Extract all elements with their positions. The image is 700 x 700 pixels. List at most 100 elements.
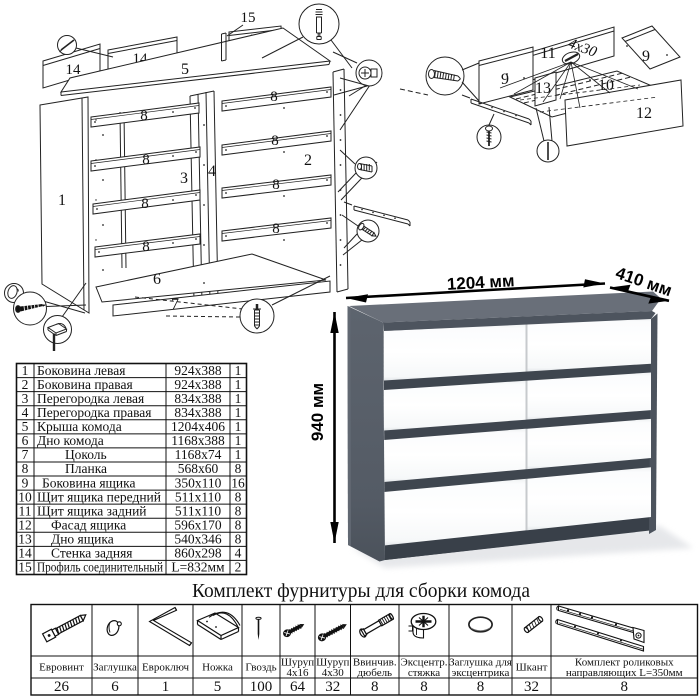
svg-text:13: 13 — [535, 80, 551, 97]
svg-text:540x346: 540x346 — [174, 532, 222, 547]
svg-text:1: 1 — [235, 405, 242, 420]
svg-text:11: 11 — [19, 503, 32, 518]
svg-text:Планка: Планка — [65, 461, 107, 476]
svg-text:1: 1 — [235, 433, 242, 448]
svg-text:14: 14 — [18, 546, 32, 561]
svg-text:Евровинт: Евровинт — [39, 662, 84, 674]
svg-text:Боковина ящика: Боковина ящика — [42, 475, 136, 490]
svg-text:10: 10 — [18, 489, 32, 504]
svg-text:924x388: 924x388 — [174, 377, 222, 392]
svg-text:12: 12 — [636, 105, 652, 122]
svg-text:511x110: 511x110 — [175, 489, 221, 504]
svg-text:8: 8 — [271, 133, 279, 149]
svg-text:1: 1 — [235, 447, 242, 462]
svg-text:Заглушка для: Заглушка для — [449, 657, 512, 669]
svg-text:1: 1 — [162, 679, 170, 695]
svg-text:2: 2 — [22, 377, 29, 392]
svg-text:15: 15 — [241, 10, 256, 26]
svg-text:6: 6 — [111, 679, 119, 695]
svg-text:100: 100 — [250, 679, 273, 695]
svg-text:4: 4 — [208, 163, 216, 180]
svg-text:32: 32 — [524, 679, 539, 695]
svg-text:8: 8 — [235, 489, 242, 504]
svg-text:8: 8 — [235, 503, 242, 518]
svg-text:Профиль соединительный: Профиль соединительный — [37, 560, 163, 575]
svg-text:5: 5 — [22, 419, 29, 434]
svg-text:596x170: 596x170 — [174, 518, 222, 533]
svg-text:11: 11 — [540, 45, 555, 62]
svg-text:Боковина левая: Боковина левая — [37, 363, 125, 378]
svg-text:834x388: 834x388 — [174, 391, 222, 406]
svg-text:1168x74: 1168x74 — [175, 447, 222, 462]
svg-text:2: 2 — [304, 152, 312, 169]
svg-text:26: 26 — [54, 679, 70, 695]
svg-text:8: 8 — [272, 221, 280, 237]
svg-text:8: 8 — [371, 679, 379, 695]
svg-text:Ножка: Ножка — [202, 662, 233, 674]
svg-text:1: 1 — [235, 377, 242, 392]
svg-text:Щит ящика задний: Щит ящика задний — [37, 503, 147, 518]
svg-text:1: 1 — [58, 192, 66, 209]
svg-text:15: 15 — [18, 560, 32, 575]
svg-text:Боковина правая: Боковина правая — [37, 377, 133, 392]
svg-text:8: 8 — [270, 89, 278, 105]
svg-text:13: 13 — [18, 532, 32, 547]
svg-text:4: 4 — [235, 546, 242, 561]
svg-text:8: 8 — [235, 518, 242, 533]
svg-text:Гвоздь: Гвоздь — [245, 662, 276, 674]
svg-text:350x110: 350x110 — [175, 475, 222, 490]
svg-text:1204x406: 1204x406 — [171, 419, 225, 434]
svg-text:5: 5 — [181, 61, 189, 78]
svg-text:14: 14 — [66, 62, 82, 78]
svg-text:4x30: 4x30 — [322, 667, 345, 679]
svg-text:12: 12 — [18, 518, 32, 533]
svg-text:Дно комода: Дно комода — [37, 433, 104, 448]
svg-text:Стенка задняя: Стенка задняя — [51, 546, 133, 561]
svg-text:Шуруп: Шуруп — [281, 657, 314, 669]
svg-text:Ввинчив.: Ввинчив. — [353, 657, 397, 669]
svg-text:Перегородка правая: Перегородка правая — [37, 405, 152, 420]
svg-text:дюбель: дюбель — [357, 667, 392, 679]
svg-text:Цоколь: Цоколь — [65, 447, 107, 462]
svg-text:1168x388: 1168x388 — [171, 433, 225, 448]
svg-text:1: 1 — [235, 363, 242, 378]
svg-text:8: 8 — [235, 532, 242, 547]
svg-text:L=832мм: L=832мм — [171, 560, 225, 575]
svg-text:924x388: 924x388 — [174, 363, 222, 378]
svg-text:8: 8 — [235, 461, 242, 476]
svg-text:Шуруп: Шуруп — [316, 657, 349, 669]
svg-text:32: 32 — [325, 679, 340, 695]
svg-text:8: 8 — [477, 679, 485, 695]
svg-text:9: 9 — [501, 71, 509, 88]
svg-text:8: 8 — [272, 177, 280, 193]
svg-text:8: 8 — [22, 461, 29, 476]
svg-text:направляющих L=350мм: направляющих L=350мм — [566, 667, 683, 679]
svg-text:Эксцентр.: Эксцентр. — [400, 657, 447, 669]
svg-text:64: 64 — [290, 679, 306, 695]
svg-text:Дно ящика: Дно ящика — [51, 532, 114, 547]
svg-text:8: 8 — [420, 679, 428, 695]
svg-text:940 мм: 940 мм — [308, 383, 327, 441]
svg-text:6: 6 — [153, 271, 161, 288]
svg-text:4: 4 — [22, 405, 29, 420]
svg-text:1: 1 — [235, 391, 242, 406]
svg-text:9: 9 — [642, 48, 650, 65]
svg-text:8: 8 — [141, 196, 149, 212]
svg-text:7: 7 — [171, 296, 179, 313]
svg-text:8: 8 — [140, 108, 148, 124]
svg-text:860x298: 860x298 — [174, 546, 222, 561]
svg-text:Евроключ: Евроключ — [142, 662, 190, 674]
svg-text:10: 10 — [598, 77, 614, 94]
svg-text:3: 3 — [22, 391, 29, 406]
svg-text:834x388: 834x388 — [174, 405, 222, 420]
svg-text:511x110: 511x110 — [175, 503, 221, 518]
svg-text:Крыша комода: Крыша комода — [37, 419, 122, 434]
svg-text:стяжка: стяжка — [408, 667, 440, 679]
svg-text:Перегородка левая: Перегородка левая — [37, 391, 144, 406]
svg-text:16: 16 — [231, 475, 245, 490]
svg-text:1204 мм: 1204 мм — [446, 271, 515, 294]
svg-text:5: 5 — [214, 679, 222, 695]
svg-text:568x60: 568x60 — [178, 461, 219, 476]
svg-text:6: 6 — [22, 433, 29, 448]
svg-text:Заглушка: Заглушка — [93, 662, 137, 674]
